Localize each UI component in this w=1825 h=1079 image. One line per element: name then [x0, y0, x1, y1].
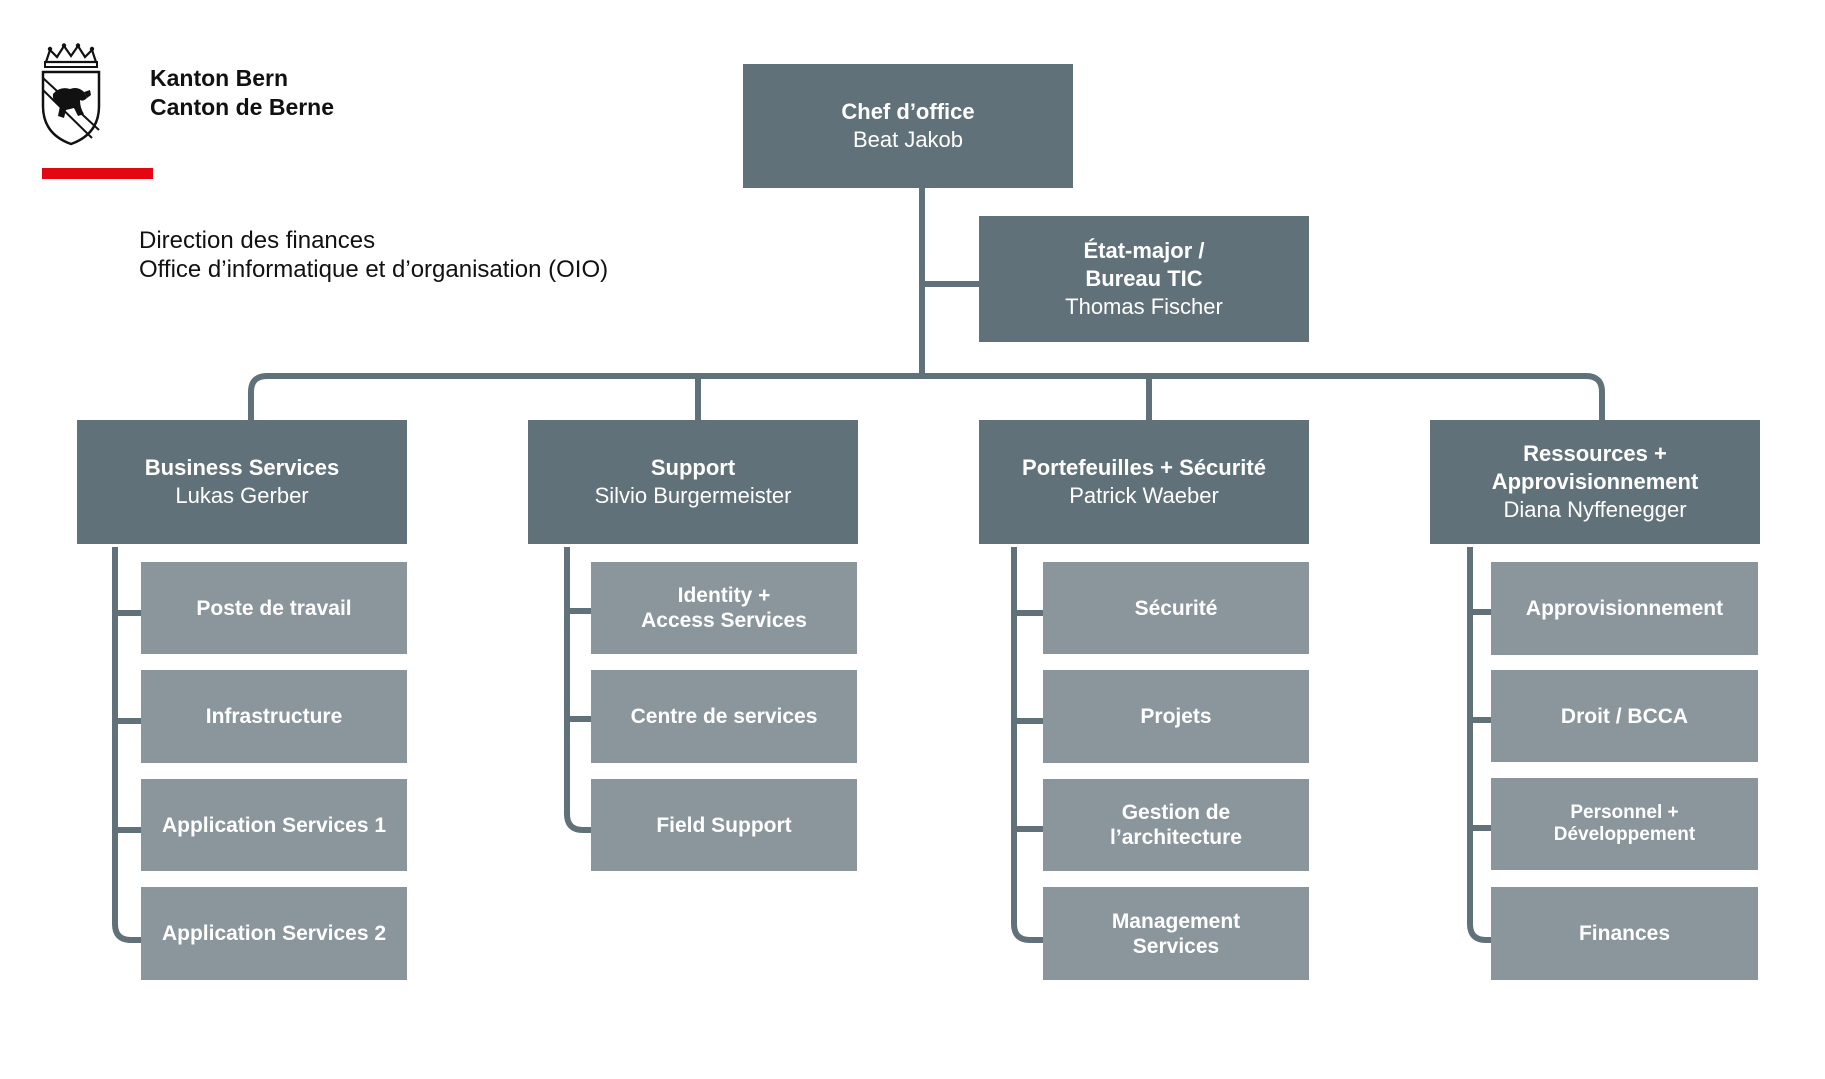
- unit-identity-access-services: Identity + Access Services: [591, 562, 857, 654]
- unit-label: Application Services 2: [161, 922, 387, 945]
- unit-finances: Finances: [1491, 887, 1758, 980]
- unit-gestion-architecture: Gestion de l’architecture: [1043, 779, 1309, 871]
- division-portefeuilles-securite: Portefeuilles + Sécurité Patrick Waeber: [979, 420, 1309, 544]
- department-line-2: Office d’informatique et d’organisation …: [139, 256, 609, 283]
- unit-label: Application Services 1: [161, 813, 387, 837]
- branch-support: [564, 547, 594, 833]
- division-business-services: Business Services Lukas Gerber: [77, 420, 407, 544]
- unit-droit-bcca: Droit / BCCA: [1491, 670, 1758, 762]
- unit-approvisionnement: Approvisionnement: [1491, 562, 1758, 655]
- department-heading: Direction des finances Office d’informat…: [139, 226, 608, 284]
- unit-label: Gestion de l’architecture: [1110, 801, 1242, 849]
- division-title: Portefeuilles + Sécurité: [1022, 455, 1266, 480]
- division-head-name: Patrick Waeber: [1069, 483, 1219, 508]
- canton-bern-coat-of-arms-logo: [41, 43, 101, 146]
- branch-portefeuilles: [1011, 547, 1049, 943]
- division-title: Ressources + Approvisionnement: [1491, 441, 1699, 494]
- division-head-name: Diana Nyffenegger: [1503, 497, 1687, 522]
- brand-line-1: Kanton Bern: [150, 65, 288, 91]
- division-head-name: Silvio Burgermeister: [594, 483, 792, 508]
- chief-title: Chef d’office: [841, 99, 975, 124]
- unit-management-services: Management Services: [1043, 887, 1309, 980]
- unit-label: Poste de travail: [196, 596, 352, 620]
- unit-label: Identity + Access Services: [641, 584, 807, 632]
- unit-application-services-2: Application Services 2: [141, 887, 407, 980]
- division-title: Support: [650, 455, 736, 480]
- unit-projets: Projets: [1043, 670, 1309, 763]
- unit-label: Infrastructure: [205, 705, 343, 728]
- unit-label: Personnel + Développement: [1553, 802, 1696, 845]
- unit-label: Droit / BCCA: [1560, 704, 1689, 728]
- division-ressources-approvisionnement: Ressources + Approvisionnement Diana Nyf…: [1430, 420, 1760, 544]
- staff-box: État-major / Bureau TIC Thomas Fischer: [979, 216, 1309, 342]
- unit-securite: Sécurité: [1043, 562, 1309, 654]
- unit-label: Sécurité: [1134, 596, 1218, 620]
- chief-box: Chef d’office Beat Jakob: [743, 64, 1073, 188]
- department-line-1: Direction des finances: [139, 227, 376, 254]
- unit-label: Centre de services: [630, 705, 818, 728]
- unit-label: Management Services: [1111, 909, 1241, 958]
- unit-label: Finances: [1578, 922, 1671, 945]
- unit-centre-de-services: Centre de services: [591, 670, 857, 763]
- brand-name: Kanton Bern Canton de Berne: [150, 64, 334, 122]
- unit-label: Approvisionnement: [1525, 597, 1724, 620]
- staff-name: Thomas Fischer: [1065, 294, 1223, 319]
- chief-name: Beat Jakob: [852, 127, 964, 152]
- unit-poste-de-travail: Poste de travail: [141, 562, 407, 654]
- unit-label: Field Support: [656, 813, 792, 837]
- brand-line-2: Canton de Berne: [150, 94, 335, 120]
- unit-label: Projets: [1140, 705, 1212, 728]
- unit-personnel-developpement: Personnel + Développement: [1491, 778, 1758, 870]
- brand-accent-bar: [42, 168, 153, 179]
- staff-title: État-major / Bureau TIC: [1083, 238, 1205, 291]
- unit-application-services-1: Application Services 1: [141, 779, 407, 871]
- division-head-name: Lukas Gerber: [175, 483, 309, 508]
- unit-infrastructure: Infrastructure: [141, 670, 407, 763]
- branch-ressources: [1467, 547, 1501, 943]
- branch-business: [112, 547, 141, 943]
- bus-connector: [248, 373, 1605, 422]
- division-title: Business Services: [144, 455, 340, 480]
- division-support: Support Silvio Burgermeister: [528, 420, 858, 544]
- unit-field-support: Field Support: [591, 779, 857, 871]
